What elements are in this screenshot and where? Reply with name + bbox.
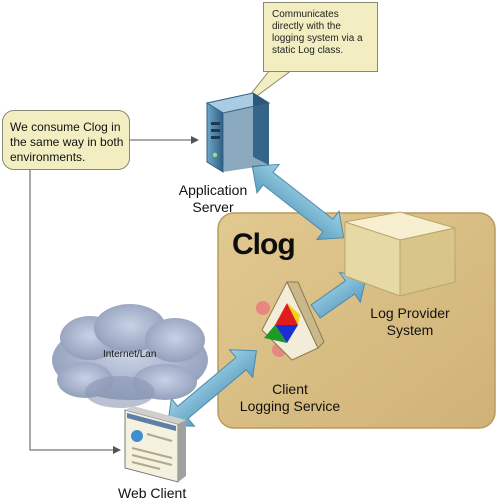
arrow-webclient-to-service	[166, 349, 258, 427]
callout-note: Communicates directly with the logging s…	[263, 2, 378, 72]
web-client-browser-icon	[124, 406, 186, 483]
arrow-server-to-log-provider	[251, 163, 345, 241]
callout-text: Communicates directly with the logging s…	[272, 9, 363, 56]
client-logging-service-label: Client Logging Service	[239, 381, 341, 414]
logging-service-prism-icon	[256, 280, 325, 361]
clog-title: Clog	[232, 228, 296, 261]
server-icon	[205, 92, 271, 173]
arrow-service-to-log-provider	[310, 272, 368, 319]
web-client-label: Web Client	[118, 485, 187, 501]
log-provider-box-icon	[344, 211, 456, 297]
consume-note: We consume Clog in the same way in both …	[2, 110, 130, 170]
connector-note-to-webclient	[29, 170, 121, 454]
cloud-label: Internet/Lan	[103, 349, 157, 360]
consume-note-text: We consume Clog in the same way in both …	[10, 120, 124, 164]
application-server-label: Application Server	[178, 182, 248, 215]
log-provider-label: Log Provider System	[370, 305, 450, 338]
cloud-icon	[52, 304, 208, 408]
